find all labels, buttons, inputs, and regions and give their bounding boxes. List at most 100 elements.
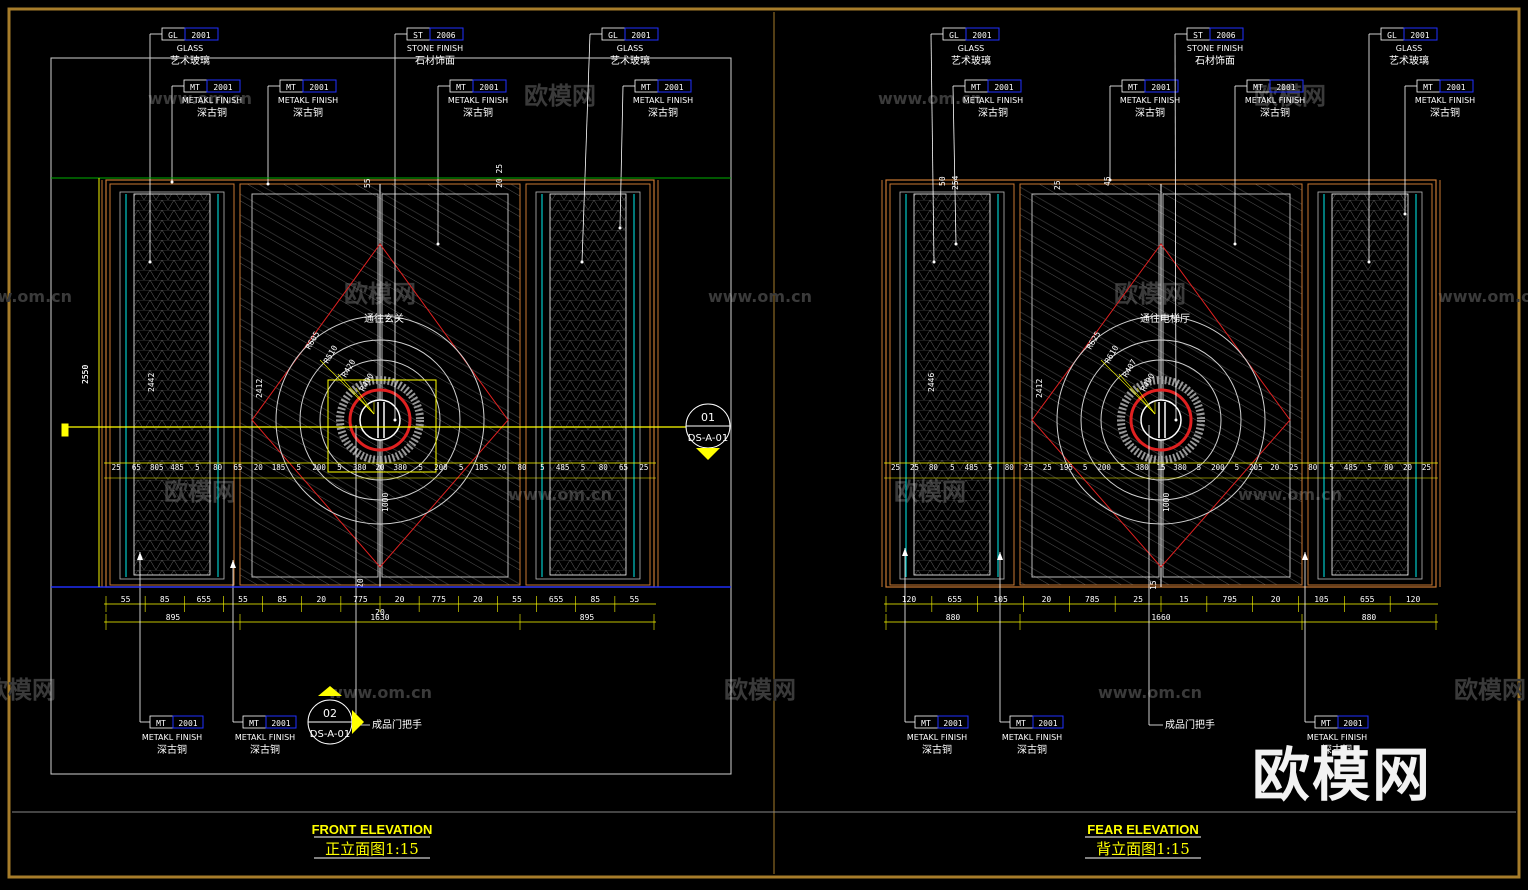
callout-num: 2006 <box>436 31 455 40</box>
leader-dot <box>436 242 440 246</box>
callout-num: 2001 <box>191 31 210 40</box>
leader-dot <box>170 180 174 184</box>
side-panel-right <box>1307 183 1433 586</box>
callout-code: MT <box>641 83 651 92</box>
callout-code: MT <box>249 719 259 728</box>
watermark-url: www.om.cn <box>328 683 432 702</box>
callout-material-cn: 深古铜 <box>1017 743 1047 756</box>
callout-code: MT <box>156 719 166 728</box>
callout-code: MT <box>286 83 296 92</box>
watermark-url: www.om.cn <box>708 287 812 306</box>
callout-material-cn: 深古铜 <box>463 106 493 119</box>
callout-material: METAKL FINISH <box>1415 96 1475 105</box>
callout-code: GL <box>949 31 959 40</box>
callout-leader <box>619 85 624 229</box>
callout-code: MT <box>921 719 931 728</box>
glass-panel-left <box>133 193 211 576</box>
callout-num-box <box>302 79 337 93</box>
callout-num-box <box>472 79 507 93</box>
callout-code: MT <box>456 83 466 92</box>
handle-note: 成品门把手 <box>1165 718 1215 731</box>
dimension-mid: 5 <box>418 463 423 472</box>
watermark-brand: 欧模网 <box>724 676 796 704</box>
callout-material: METAKL FINISH <box>278 96 338 105</box>
callout-num-box <box>1403 27 1438 41</box>
callout-material: GLASS <box>177 44 203 53</box>
dimension-bottom-1: 655 <box>1360 595 1375 604</box>
leader-arrow <box>1302 552 1308 560</box>
dimension-bottom-2: 1660 <box>1151 613 1170 622</box>
callout-num-box <box>1209 27 1244 41</box>
leader-arrow <box>137 552 143 560</box>
dimension-mid: 5 <box>950 463 955 472</box>
callout-num: 2001 <box>994 83 1013 92</box>
callout-num-box <box>624 27 659 41</box>
dimension-mid: 200 <box>312 463 326 472</box>
callout-num: 2001 <box>178 719 197 728</box>
sheet-border <box>7 7 1521 879</box>
callout-num-box <box>987 79 1022 93</box>
side-panel-inner-left <box>899 191 1005 580</box>
dimension-bottom-1: 20 <box>1042 595 1052 604</box>
callout-num: 2001 <box>1410 31 1429 40</box>
watermark-url: www.om.cn <box>1098 683 1202 702</box>
door-leaf-right <box>381 193 509 578</box>
medallion-ring-0 <box>275 315 485 525</box>
callout-material-cn: 艺术玻璃 <box>610 54 650 67</box>
dimension-glass-height: 2442 <box>147 373 156 392</box>
side-panel-inner-left <box>119 191 225 580</box>
dimension-bottom-1: 655 <box>948 595 963 604</box>
glass-panel-right <box>1331 193 1409 576</box>
dimension-mid: 5 <box>581 463 586 472</box>
callout-code: MT <box>1423 83 1433 92</box>
dimension-bottom-1: 120 <box>902 595 917 604</box>
callout-num-box <box>1439 79 1474 93</box>
callout-num: 2001 <box>479 83 498 92</box>
dimension-mid: 80 <box>213 463 223 472</box>
dimension-mid: 5 <box>1083 463 1088 472</box>
circle-note: 通往电梯厅 <box>1140 312 1190 325</box>
dimension-glass-height: 2446 <box>927 373 936 392</box>
callout-material-cn: 深古铜 <box>250 743 280 756</box>
glass-panel-right <box>549 193 627 576</box>
watermark-brand: 欧模网 <box>0 676 56 704</box>
medallion-texture <box>1117 376 1205 464</box>
dimension-inner-height: 2412 <box>1035 379 1044 398</box>
dimension-bottom-1: 15 <box>1179 595 1189 604</box>
dimension-bottom-1: 20 <box>1271 595 1281 604</box>
callout-material: METAKL FINISH <box>963 96 1023 105</box>
callout-material: METAKL FINISH <box>907 733 967 742</box>
callout-material: METAKL FINISH <box>1120 96 1180 105</box>
dimension-bottom-1: 20 <box>473 595 483 604</box>
leader-dot <box>618 226 622 230</box>
dimension-bottom-1: 795 <box>1223 595 1238 604</box>
callout-leader <box>581 33 591 263</box>
dimension-mid: 5 <box>1329 463 1334 472</box>
dimension-inner-height: 2412 <box>255 379 264 398</box>
callout-num-box <box>937 715 969 729</box>
dimension-mid: 380 <box>1173 463 1187 472</box>
side-panel-right <box>525 183 651 586</box>
dimension-mid: 200 <box>1097 463 1111 472</box>
dimension-mid: 185 <box>475 463 489 472</box>
dimension-height-total: 2550 <box>81 365 90 384</box>
callout-material: STONE FINISH <box>407 44 463 53</box>
radius-leader <box>1118 373 1156 415</box>
dimension-mid: 5 <box>540 463 545 472</box>
callout-material: GLASS <box>617 44 643 53</box>
dimension-vertical: 50 <box>938 176 947 186</box>
callout-material-cn: 艺术玻璃 <box>1389 54 1429 67</box>
callout-num: 2001 <box>1151 83 1170 92</box>
view-title-en: FRONT ELEVATION <box>312 822 433 837</box>
dimension-mid: 5 <box>337 463 342 472</box>
